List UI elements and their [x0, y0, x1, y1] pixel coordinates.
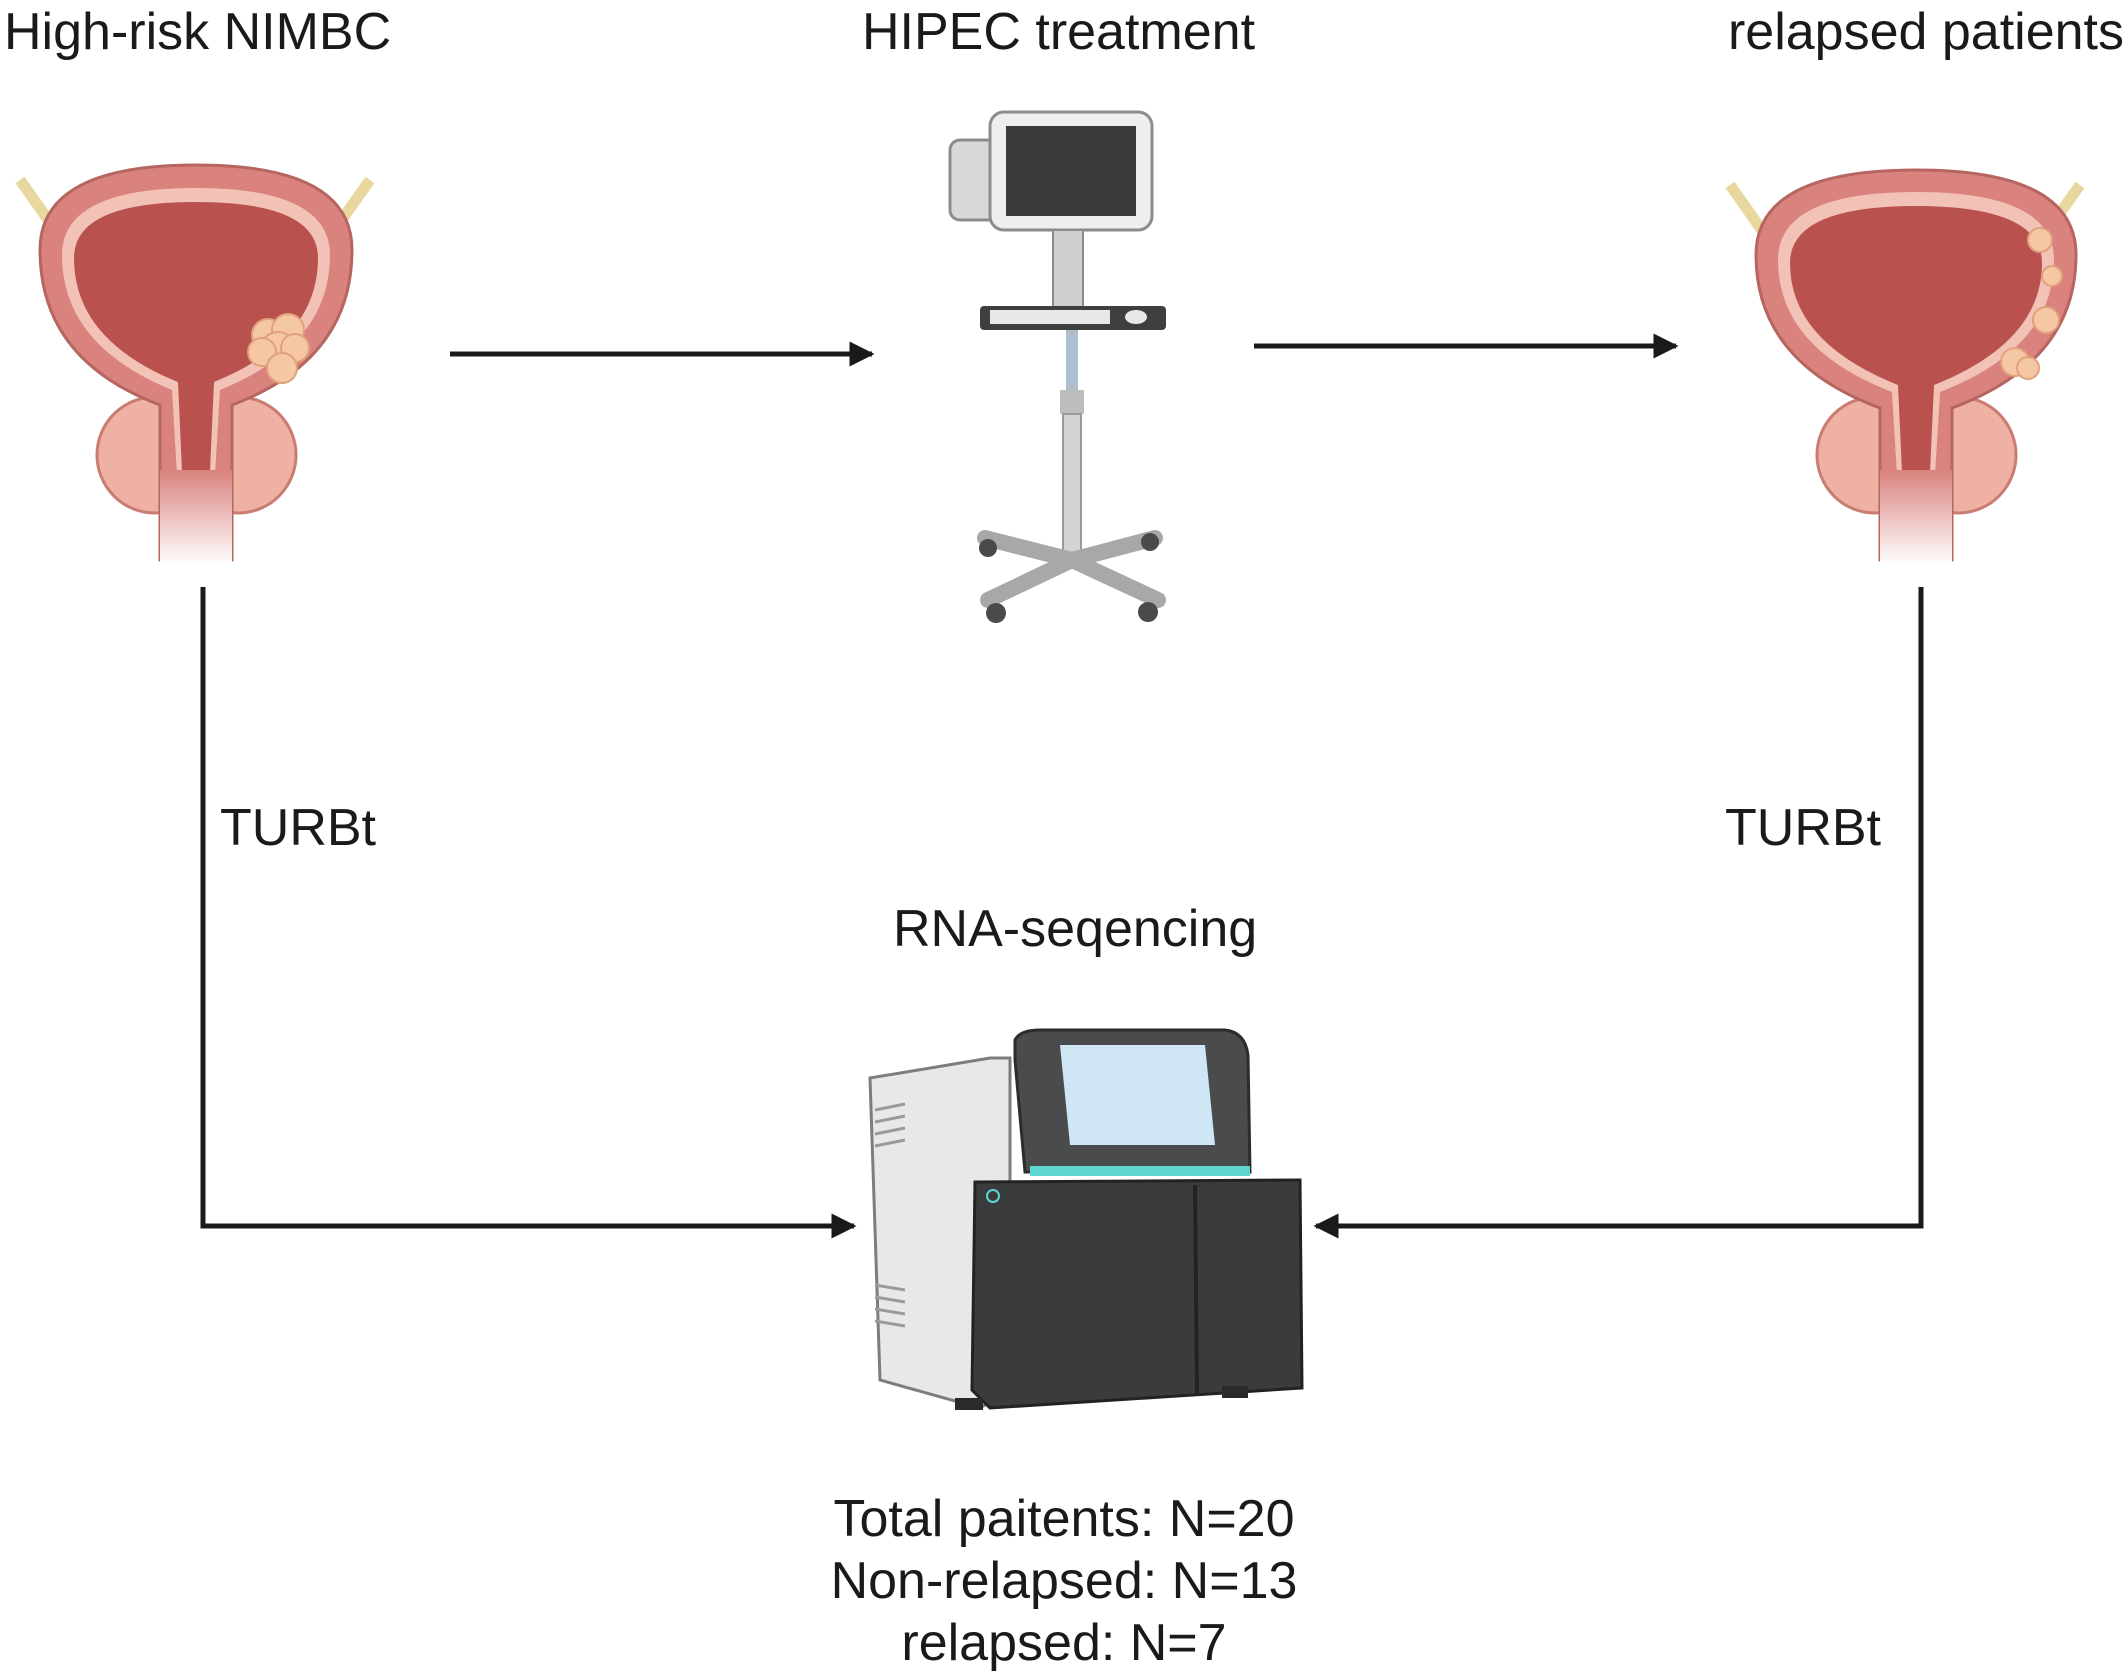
- label-rna-sequencing: RNA-seqencing: [893, 900, 1258, 958]
- title-high-risk-nimbc: High-risk NIMBC: [4, 3, 392, 61]
- stat-relapsed: relapsed: N=7: [901, 1614, 1227, 1672]
- bladder-with-tumor-icon: [15, 163, 375, 565]
- stat-total: Total paitents: N=20: [833, 1490, 1295, 1548]
- bladder-with-multiple-tumors-icon: [1725, 168, 2085, 565]
- label-turbt-right: TURBt: [1725, 799, 1881, 857]
- title-relapsed-patients: relapsed patients: [1727, 3, 2124, 61]
- arrow-left-to-sequencer: [200, 587, 857, 1239]
- title-hipec-treatment: HIPEC treatment: [862, 3, 1256, 61]
- stat-non-relapsed: Non-relapsed: N=13: [830, 1552, 1298, 1610]
- hipec-machine-icon: [948, 110, 1166, 623]
- patient-stats: Total paitents: N=20 Non-relapsed: N=13 …: [764, 1488, 1364, 1674]
- label-turbt-left: TURBt: [220, 799, 376, 857]
- rna-sequencer-icon: [868, 1028, 1304, 1410]
- arrow-right-to-sequencer: [1313, 587, 1924, 1239]
